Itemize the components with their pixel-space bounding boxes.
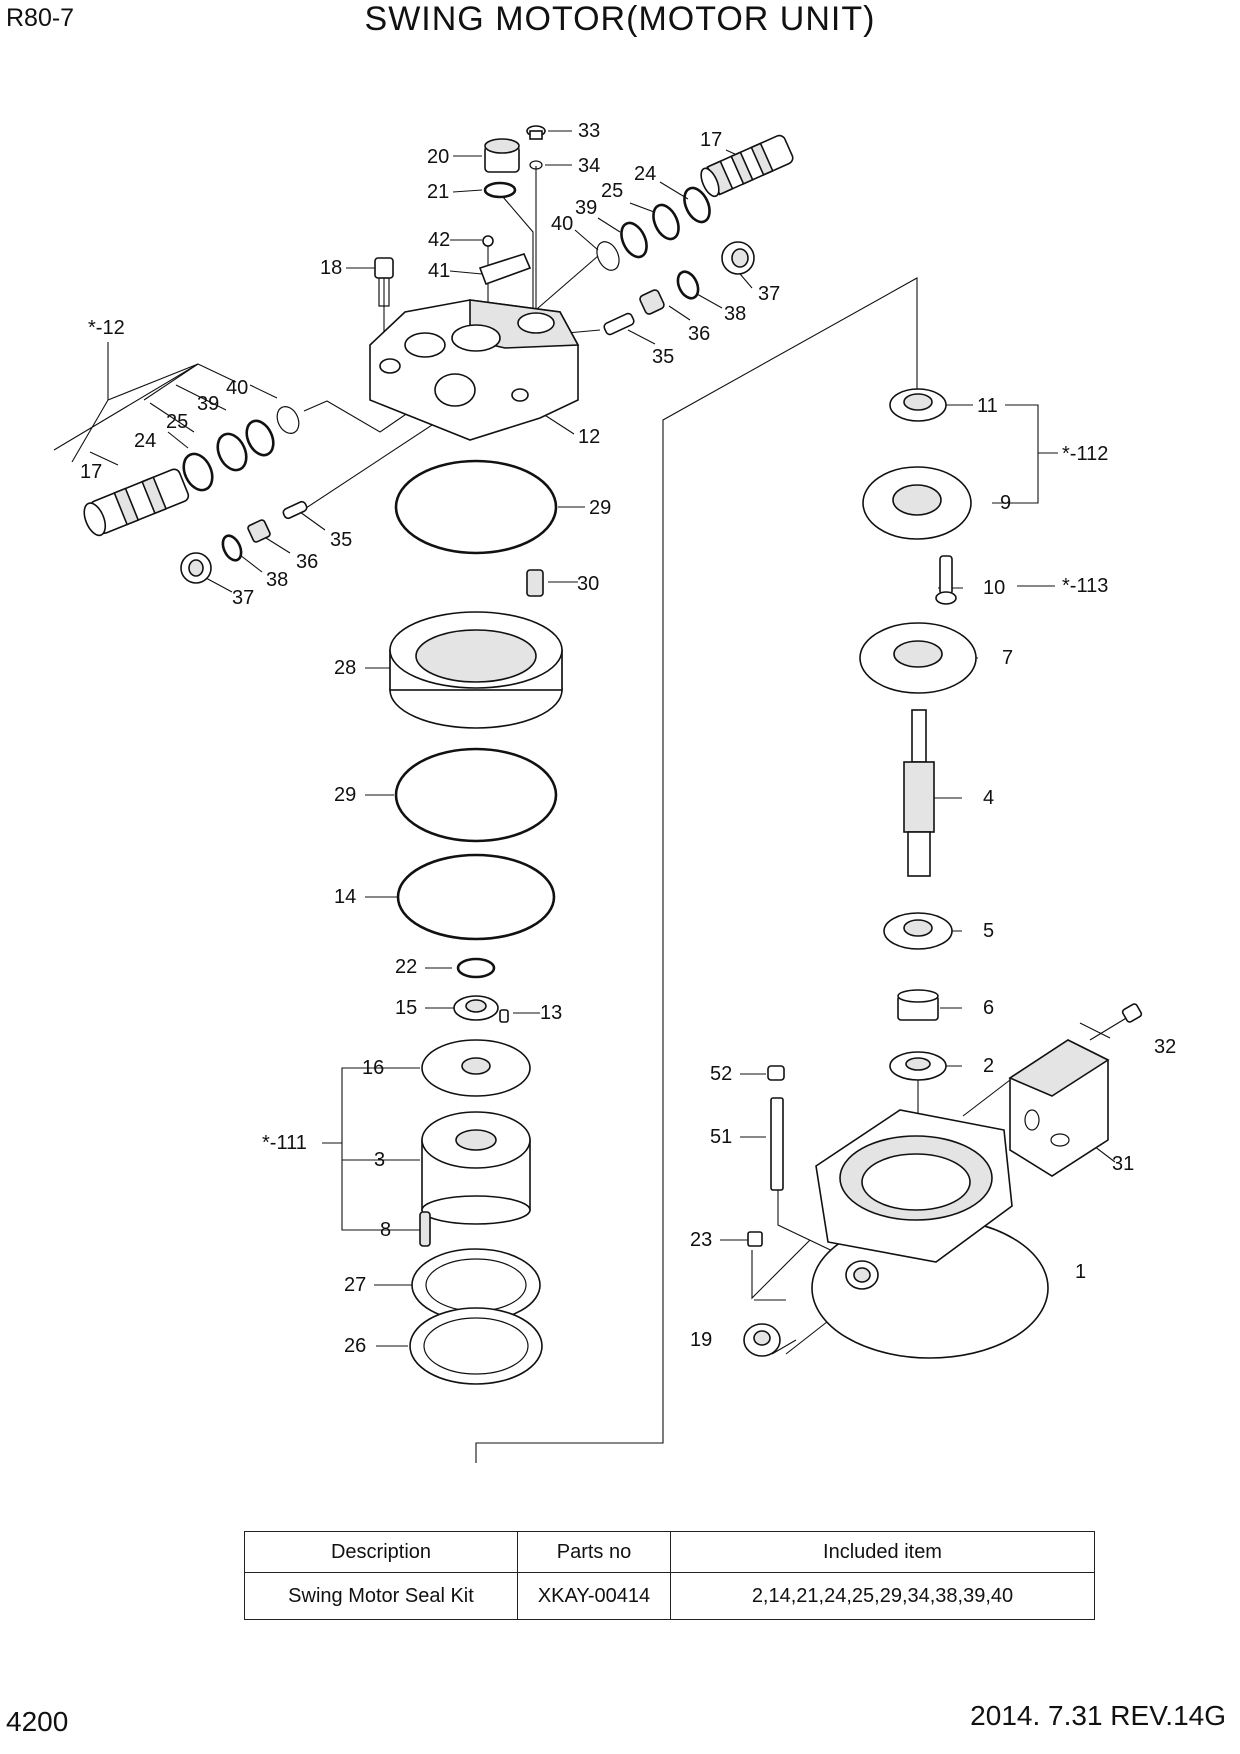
- part-callout: 18: [320, 257, 342, 279]
- part-callout: 35: [652, 346, 674, 368]
- part-callout: 32: [1154, 1036, 1176, 1058]
- parts: [83, 125, 1143, 1385]
- part-callout: 38: [266, 569, 288, 591]
- date-revision: 2014. 7.31 REV.14G: [970, 1700, 1226, 1731]
- part-callout: 13: [540, 1002, 562, 1024]
- part-callout: 26: [344, 1335, 366, 1357]
- part-callout: *-112: [1062, 443, 1108, 465]
- part-callout: 27: [344, 1274, 366, 1296]
- part-callout: *-12: [88, 317, 125, 339]
- part-callout: 36: [296, 551, 318, 573]
- page-number: 4200: [6, 1706, 69, 1737]
- part-callouts: 33341720212425394042411837383635*-124039…: [80, 120, 1176, 1357]
- cell-description: Swing Motor Seal Kit: [244, 1572, 518, 1620]
- seal-kit-table: Description Parts no Included item Swing…: [244, 1531, 1095, 1620]
- part-callout: 25: [601, 180, 623, 202]
- part-callout: *-111: [262, 1132, 307, 1154]
- part-callout: 14: [334, 886, 356, 908]
- part-callout: 17: [80, 461, 102, 483]
- column-header-description: Description: [244, 1531, 518, 1573]
- part-callout: 9: [1000, 492, 1011, 514]
- part-callout: 1: [1075, 1261, 1086, 1283]
- part-callout: 30: [577, 573, 599, 595]
- part-callout: 31: [1112, 1153, 1134, 1175]
- part-callout: 2: [983, 1055, 994, 1077]
- part-callout: 33: [578, 120, 600, 142]
- part-callout: 16: [362, 1057, 384, 1079]
- part-callout: 42: [428, 229, 450, 251]
- page-title: SWING MOTOR(MOTOR UNIT): [364, 0, 876, 38]
- part-callout: 3: [374, 1149, 385, 1171]
- model-number: R80-7: [6, 4, 75, 32]
- part-callout: 36: [688, 323, 710, 345]
- table-header-row: Description Parts no Included item: [244, 1531, 1095, 1573]
- part-callout: *-113: [1062, 575, 1108, 597]
- part-callout: 29: [589, 497, 611, 519]
- part-callout: 37: [758, 283, 780, 305]
- column-header-included-item: Included item: [670, 1531, 1095, 1573]
- cell-included-item: 2,14,21,24,25,29,34,38,39,40: [670, 1572, 1095, 1620]
- part-callout: 20: [427, 146, 449, 168]
- column-header-parts-no: Parts no: [517, 1531, 671, 1573]
- part-callout: 52: [710, 1063, 732, 1085]
- part-callout: 24: [634, 163, 656, 185]
- part-callout: 8: [380, 1219, 391, 1241]
- part-callout: 7: [1002, 647, 1013, 669]
- part-callout: 37: [232, 587, 254, 609]
- part-callout: 19: [690, 1329, 712, 1351]
- part-callout: 15: [395, 997, 417, 1019]
- part-callout: 22: [395, 956, 417, 978]
- part-callout: 51: [710, 1126, 732, 1148]
- part-callout: 12: [578, 426, 600, 448]
- part-callout: 39: [575, 197, 597, 219]
- part-callout: 25: [166, 411, 188, 433]
- part-callout: 40: [551, 213, 573, 235]
- part-callout: 29: [334, 784, 356, 806]
- part-callout: 5: [983, 920, 994, 942]
- part-callout: 34: [578, 155, 600, 177]
- part-callout: 35: [330, 529, 352, 551]
- part-callout: 24: [134, 430, 156, 452]
- part-callout: 11: [977, 395, 998, 417]
- part-callout: 6: [983, 997, 994, 1019]
- part-callout: 39: [197, 393, 219, 415]
- part-callout: 40: [226, 377, 248, 399]
- cell-parts-no: XKAY-00414: [517, 1572, 671, 1620]
- part-callout: 21: [427, 181, 449, 203]
- part-callout: 10: [983, 577, 1005, 599]
- part-callout: 17: [700, 129, 722, 151]
- table-row: Swing Motor Seal Kit XKAY-00414 2,14,21,…: [244, 1572, 1095, 1620]
- part-callout: 28: [334, 657, 356, 679]
- part-callout: 41: [428, 260, 450, 282]
- part-callout: 38: [724, 303, 746, 325]
- part-callout: 4: [983, 787, 994, 809]
- part-callout: 23: [690, 1229, 712, 1251]
